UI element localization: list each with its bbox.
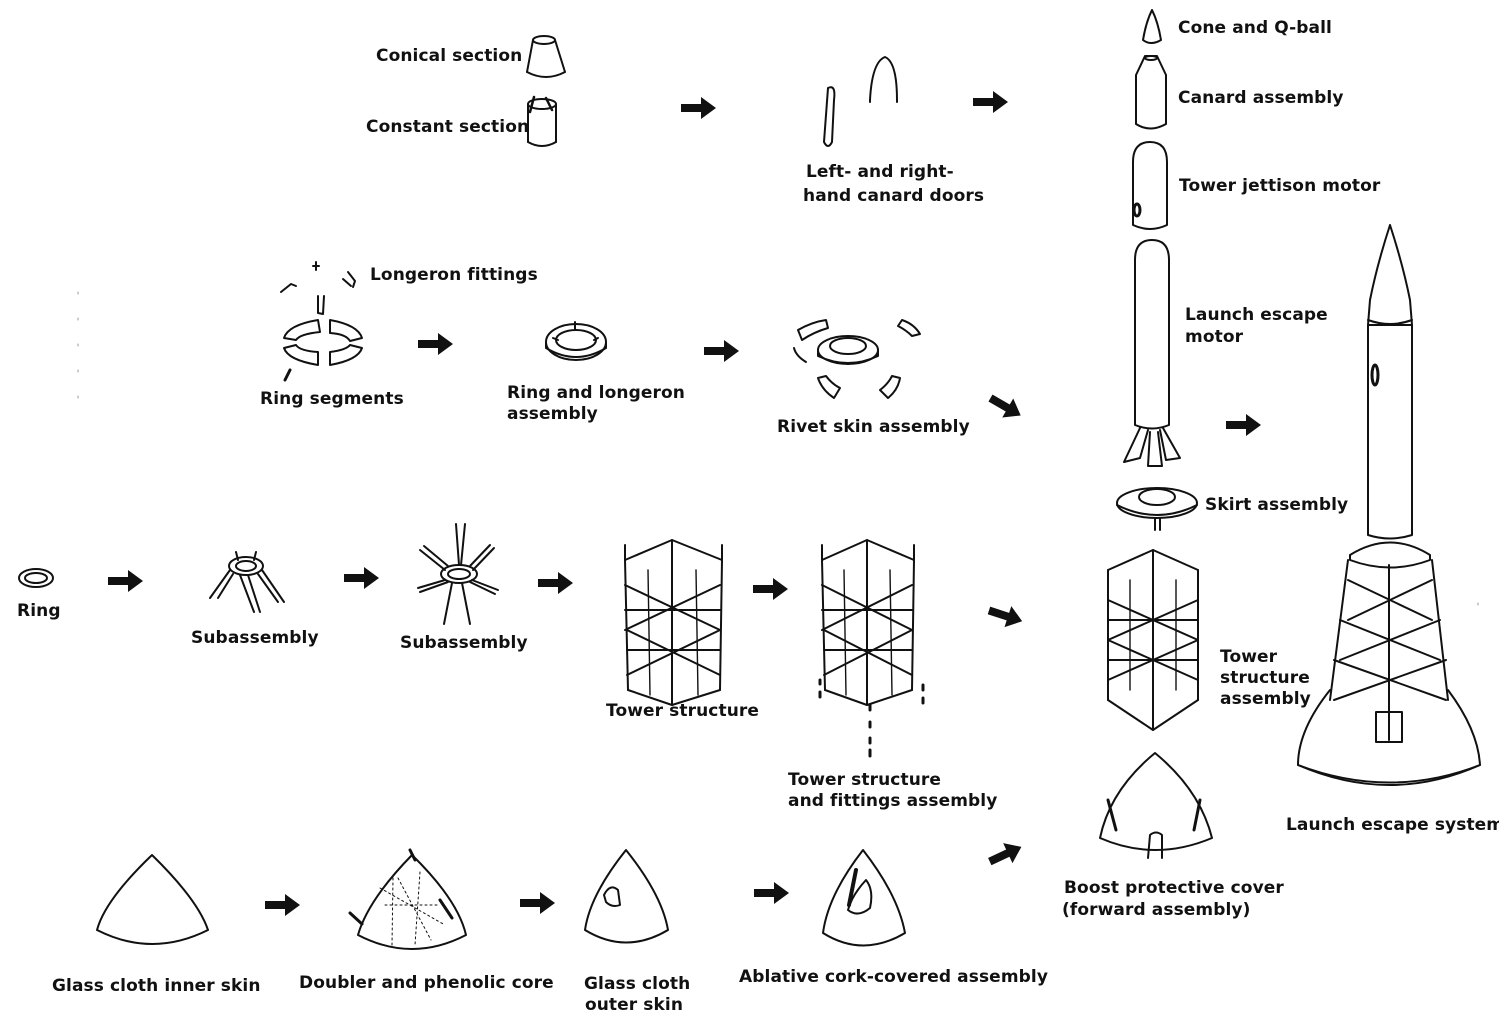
arrow-icon — [108, 569, 144, 593]
rivet-skin-drawing — [794, 320, 920, 398]
arrow-icon — [681, 96, 717, 120]
label-launch-escape-system: Launch escape system — [1286, 815, 1499, 836]
label-ring: Ring — [17, 601, 61, 622]
tower-jettison-motor-drawing — [1133, 142, 1167, 229]
subassembly-1-drawing — [210, 552, 284, 612]
arrow-icon — [704, 339, 740, 363]
label-ablative: Ablative cork-covered assembly — [739, 967, 1048, 988]
label-glass-outer-line1: Glass cloth — [584, 974, 684, 995]
constant-section-drawing — [528, 97, 556, 146]
arrow-icon — [973, 90, 1009, 114]
label-tower-structure-assembly-line1: Tower — [1220, 647, 1277, 668]
label-launch-escape-motor-line2: motor — [1185, 327, 1243, 348]
boost-cover-drawing — [1100, 753, 1212, 858]
label-rivet-skin: Rivet skin assembly — [777, 417, 970, 438]
ring-segments-drawing — [284, 320, 362, 380]
label-ring-longeron-line2: assembly — [507, 404, 598, 425]
ablative-cone-drawing — [823, 850, 905, 946]
label-ring-segments: Ring segments — [260, 389, 404, 410]
arrow-icon — [418, 332, 454, 356]
subassembly-2-drawing — [418, 524, 498, 624]
label-conical-section: Conical section — [376, 46, 522, 67]
cone-qball-drawing — [1143, 10, 1161, 43]
doubler-core-cone-drawing — [350, 850, 466, 949]
longeron-fittings-drawing — [281, 262, 355, 314]
label-canard-doors-line1: Left- and right- — [806, 162, 954, 183]
label-subassembly-1: Subassembly — [191, 628, 319, 649]
label-tower-jettison-motor: Tower jettison motor — [1179, 176, 1380, 197]
glass-inner-cone-drawing — [97, 855, 208, 944]
label-canard-doors-line2: hand canard doors — [803, 186, 984, 207]
label-boost-cover-line2: (forward assembly) — [1062, 900, 1250, 921]
ring-drawing — [19, 569, 53, 587]
ring-longeron-drawing — [546, 322, 606, 360]
label-tower-structure: Tower structure — [606, 701, 759, 722]
label-canard-assembly: Canard assembly — [1178, 88, 1344, 109]
label-longeron-fittings: Longeron fittings — [370, 265, 538, 286]
skirt-assembly-drawing — [1117, 488, 1197, 530]
label-skirt-assembly: Skirt assembly — [1205, 495, 1348, 516]
label-subassembly-2: Subassembly — [400, 633, 528, 654]
tower-structure-drawing — [625, 540, 722, 705]
canard-doors-drawing — [824, 57, 897, 146]
arrow-icon — [753, 577, 789, 601]
label-tower-fittings-line2: and fittings assembly — [788, 791, 997, 812]
label-doubler-core: Doubler and phenolic core — [299, 973, 554, 994]
arrow-icon — [520, 891, 556, 915]
tower-structure-assembly-drawing — [1108, 550, 1198, 730]
arrow-icon — [265, 893, 301, 917]
label-constant-section: Constant section — [366, 117, 529, 138]
arrow-icon — [1226, 413, 1262, 437]
glass-outer-cone-drawing — [585, 850, 668, 943]
launch-escape-motor-drawing — [1124, 240, 1180, 466]
canard-assembly-drawing — [1136, 56, 1166, 129]
label-tower-structure-assembly-line2: structure — [1220, 668, 1310, 689]
label-launch-escape-motor-line1: Launch escape — [1185, 305, 1328, 326]
label-tower-structure-assembly-line3: assembly — [1220, 689, 1311, 710]
conical-section-drawing — [527, 36, 565, 77]
label-glass-outer-line2: outer skin — [584, 995, 684, 1016]
arrow-icon — [538, 571, 574, 595]
label-ring-longeron-line1: Ring and longeron — [507, 383, 685, 404]
label-boost-cover-line1: Boost protective cover — [1064, 878, 1284, 899]
tower-fittings-drawing — [820, 540, 923, 756]
label-tower-fittings-line1: Tower structure — [788, 770, 941, 791]
label-glass-inner: Glass cloth inner skin — [52, 976, 261, 997]
arrow-icon — [344, 566, 380, 590]
arrow-icon — [754, 881, 790, 905]
label-cone-qball: Cone and Q-ball — [1178, 18, 1332, 39]
